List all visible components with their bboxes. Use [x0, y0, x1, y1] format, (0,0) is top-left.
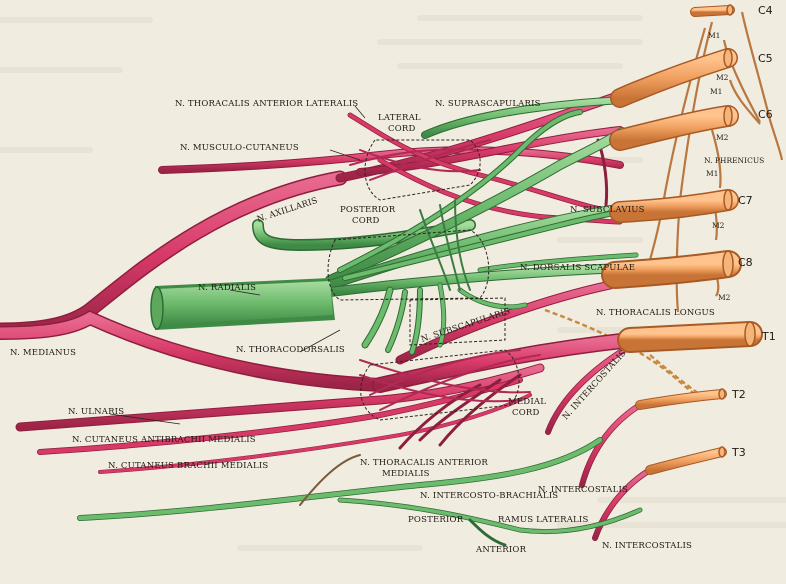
label-phrenicus: N. PHRENICUS: [704, 156, 764, 165]
label-medial-cord: MEDIAL: [508, 397, 546, 407]
root-label-t2: T2: [731, 388, 746, 401]
label-intercosto-brachialis: N. INTERCOSTO-BRACHIALIS: [420, 491, 558, 501]
label-medianus: N. MEDIANUS: [10, 348, 76, 358]
root-label-c6: C6: [758, 108, 773, 121]
label-posterior: POSTERIOR: [408, 515, 464, 525]
label-medial-cord-2: CORD: [512, 408, 540, 418]
root-label-t3: T3: [731, 446, 746, 459]
label-radialis: N. RADIALIS: [198, 283, 256, 293]
label-thoracalis-anterior-medialis: N. THORACALIS ANTERIOR: [360, 458, 488, 468]
label-intercostalis-2: N. INTERCOSTALIS: [538, 485, 628, 495]
marker-m1: M1: [710, 87, 722, 96]
label-thoracalis-anterior-medialis-2: MEDIALIS: [382, 469, 430, 479]
label-posterior-cord-2: CORD: [352, 216, 380, 226]
muscle-branch-markers: M1 M2 M1 M2 M1 M2 M2: [706, 31, 731, 302]
root-label-c4: C4: [758, 4, 773, 17]
radialis-trunk: [150, 278, 335, 330]
label-lateral-cord-2: CORD: [388, 124, 416, 134]
root-label-c8: C8: [738, 256, 753, 269]
label-subclavius: N. SUBCLAVIUS: [570, 205, 645, 215]
label-anterior: ANTERIOR: [475, 545, 527, 555]
marker-m2: M2: [718, 293, 731, 302]
root-end-caps: [718, 4, 756, 458]
marker-m2: M2: [712, 221, 725, 230]
spinal-roots: [601, 5, 763, 475]
label-cutaneus-antibrachii-medialis: N. CUTANEUS ANTIBRACHII MEDIALIS: [72, 435, 256, 445]
root-label-c5: C5: [758, 52, 773, 65]
leader-lines: [109, 105, 366, 425]
label-ulnaris: N. ULNARIS: [68, 407, 124, 417]
label-intercostalis-3: N. INTERCOSTALIS: [602, 541, 692, 551]
label-thoracodorsalis: N. THORACODORSALIS: [236, 345, 345, 355]
marker-m2: M2: [716, 73, 729, 82]
label-cutaneus-brachii-medialis: N. CUTANEUS BRACHII MEDIALIS: [108, 461, 268, 471]
label-thoracalis-longus: N. THORACALIS LONGUS: [596, 308, 715, 318]
label-musculo-cutaneus: N. MUSCULO-CUTANEUS: [180, 143, 299, 153]
marker-m2: M2: [716, 133, 729, 142]
cord-outlines: [327, 139, 520, 421]
marker-m1: M1: [708, 31, 720, 40]
root-labels: C4 C5 C6 C7 C8 T1 T2 T3: [731, 4, 776, 459]
label-lateral-cord: LATERAL: [378, 113, 421, 123]
label-suprascapularis: N. SUPRASCAPULARIS: [435, 99, 541, 109]
label-dorsalis-scapulae: N. DORSALIS SCAPULAE: [520, 263, 635, 273]
root-label-t1: T1: [761, 330, 776, 343]
label-posterior-cord: POSTERIOR: [340, 205, 396, 215]
green-nerves: [77, 96, 643, 547]
marker-m1: M1: [706, 169, 718, 178]
label-thoracalis-anterior-lateralis: N. THORACALIS ANTERIOR LATERALIS: [175, 99, 358, 109]
label-ramus-lateralis: RAMUS LATERALIS: [498, 515, 589, 525]
red-nerves: [0, 90, 653, 541]
root-label-c7: C7: [738, 194, 753, 207]
